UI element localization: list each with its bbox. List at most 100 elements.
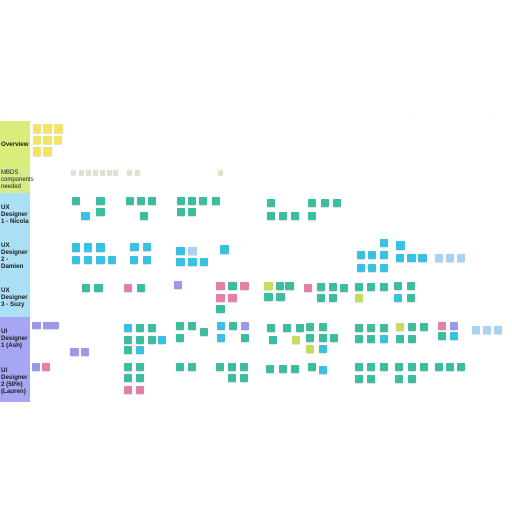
sticky-note[interactable] — [96, 197, 105, 205]
sticky-note[interactable] — [380, 239, 388, 247]
sticky-note[interactable] — [420, 363, 428, 371]
sticky-note[interactable] — [51, 322, 59, 329]
sticky-note[interactable] — [396, 254, 404, 262]
sticky-note[interactable] — [33, 136, 41, 144]
sticky-note[interactable] — [135, 170, 140, 175]
sticky-note[interactable] — [177, 208, 185, 216]
sticky-note[interactable] — [93, 170, 98, 175]
sticky-note[interactable] — [33, 124, 41, 133]
sticky-note[interactable] — [355, 363, 363, 371]
sticky-note[interactable] — [216, 294, 225, 302]
sticky-note[interactable] — [33, 147, 41, 156]
sticky-note[interactable] — [137, 284, 145, 292]
sticky-note[interactable] — [218, 170, 223, 175]
sticky-note[interactable] — [266, 365, 274, 373]
sticky-note[interactable] — [308, 199, 316, 207]
sticky-note[interactable] — [84, 256, 92, 264]
sticky-note[interactable] — [276, 293, 285, 301]
sticky-note[interactable] — [176, 247, 185, 255]
sticky-note[interactable] — [308, 363, 316, 371]
sticky-note[interactable] — [367, 283, 375, 291]
sticky-note[interactable] — [140, 212, 148, 220]
sticky-note[interactable] — [357, 264, 365, 272]
sticky-note[interactable] — [71, 170, 76, 175]
sticky-note[interactable] — [267, 212, 275, 220]
sticky-note[interactable] — [380, 251, 388, 259]
sticky-note[interactable] — [355, 324, 363, 332]
sticky-note[interactable] — [446, 363, 454, 371]
sticky-note[interactable] — [228, 294, 237, 302]
sticky-note[interactable] — [176, 363, 184, 371]
sticky-note[interactable] — [240, 282, 249, 290]
sticky-note[interactable] — [96, 256, 105, 264]
sticky-note[interactable] — [408, 323, 416, 331]
sticky-note[interactable] — [483, 326, 491, 334]
sticky-note[interactable] — [72, 256, 80, 264]
sticky-note[interactable] — [380, 283, 388, 291]
sticky-note[interactable] — [457, 254, 465, 262]
sticky-note[interactable] — [174, 281, 182, 289]
sticky-note[interactable] — [43, 147, 52, 156]
sticky-note[interactable] — [367, 324, 375, 332]
sticky-note[interactable] — [267, 324, 275, 332]
sticky-note[interactable] — [81, 348, 89, 356]
sticky-note[interactable] — [43, 322, 52, 329]
sticky-note[interactable] — [130, 243, 139, 251]
sticky-note[interactable] — [81, 212, 90, 220]
sticky-note[interactable] — [306, 345, 314, 353]
sticky-note[interactable] — [355, 335, 363, 343]
sticky-note[interactable] — [241, 334, 249, 342]
sticky-note[interactable] — [472, 326, 480, 334]
sticky-note[interactable] — [420, 323, 428, 331]
sticky-note[interactable] — [228, 363, 236, 371]
sticky-note[interactable] — [330, 334, 338, 342]
sticky-note[interactable] — [438, 322, 446, 330]
sticky-note[interactable] — [108, 256, 116, 264]
sticky-note[interactable] — [96, 208, 105, 216]
sticky-note[interactable] — [130, 256, 138, 264]
sticky-note[interactable] — [143, 243, 151, 251]
sticky-note[interactable] — [292, 336, 300, 344]
sticky-note[interactable] — [216, 363, 224, 371]
sticky-note[interactable] — [240, 363, 248, 371]
sticky-note[interactable] — [176, 322, 184, 330]
sticky-note[interactable] — [177, 197, 185, 205]
sticky-note[interactable] — [367, 375, 375, 383]
sticky-note[interactable] — [457, 363, 465, 371]
sticky-note[interactable] — [446, 254, 454, 262]
sticky-note[interactable] — [217, 322, 225, 330]
sticky-note[interactable] — [220, 245, 229, 254]
sticky-note[interactable] — [124, 346, 132, 354]
sticky-note[interactable] — [240, 374, 248, 382]
sticky-note[interactable] — [395, 375, 403, 383]
sticky-note[interactable] — [148, 197, 156, 205]
sticky-note[interactable] — [319, 366, 327, 374]
sticky-note[interactable] — [279, 365, 287, 373]
sticky-note[interactable] — [304, 284, 312, 292]
sticky-note[interactable] — [70, 348, 79, 356]
sticky-note[interactable] — [333, 199, 341, 207]
sticky-note[interactable] — [355, 283, 363, 291]
sticky-note[interactable] — [176, 258, 185, 266]
sticky-note[interactable] — [438, 332, 446, 340]
sticky-note[interactable] — [124, 336, 132, 344]
sticky-note[interactable] — [279, 212, 287, 220]
sticky-note[interactable] — [228, 374, 236, 382]
sticky-note[interactable] — [367, 363, 375, 371]
sticky-note[interactable] — [355, 294, 363, 302]
sticky-note[interactable] — [228, 282, 237, 290]
sticky-note[interactable] — [188, 247, 197, 255]
sticky-note[interactable] — [136, 346, 144, 354]
sticky-note[interactable] — [291, 212, 299, 220]
sticky-note[interactable] — [329, 283, 337, 291]
sticky-note[interactable] — [79, 170, 84, 175]
sticky-note[interactable] — [241, 322, 249, 330]
sticky-note[interactable] — [127, 170, 132, 175]
sticky-note[interactable] — [367, 335, 375, 343]
sticky-note[interactable] — [188, 258, 197, 266]
sticky-note[interactable] — [188, 208, 196, 216]
sticky-note[interactable] — [306, 334, 314, 342]
sticky-note[interactable] — [418, 254, 427, 262]
sticky-note[interactable] — [329, 294, 337, 302]
